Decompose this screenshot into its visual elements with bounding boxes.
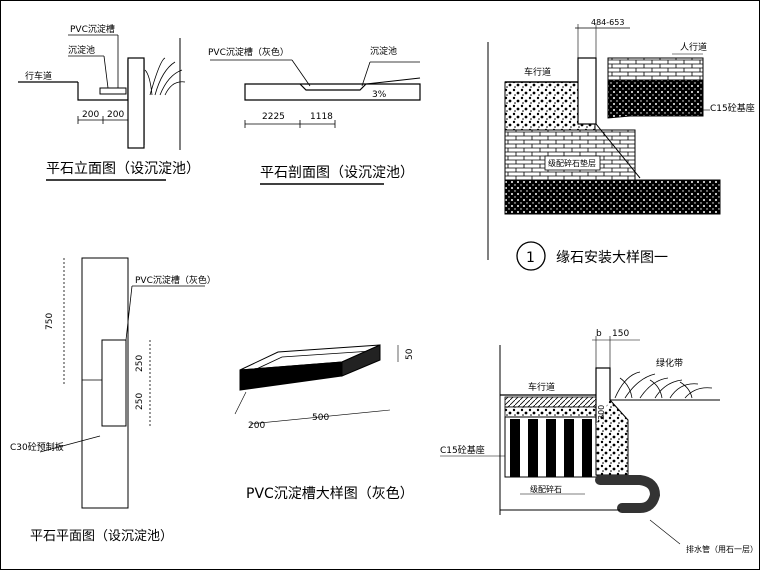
- view-title: 缘石安装大样图一: [556, 250, 668, 266]
- dim-b: 250: [135, 393, 145, 410]
- label-walkway: 人行道: [680, 41, 707, 53]
- view-title: 平石立面图（设沉淀池）: [46, 161, 200, 177]
- dim-a: 200: [82, 110, 99, 120]
- dim-b: 1118: [310, 112, 333, 122]
- dim-width: 200: [248, 421, 265, 431]
- label-pool: 沉淀池: [370, 45, 397, 57]
- elevation-view-flat-stone: PVC沉淀槽 沉淀池 行车道 200 200 平石立面图（设沉淀池）: [18, 23, 200, 181]
- label-graded-gravel: 级配碎石: [530, 484, 562, 494]
- dim-b: 200: [107, 110, 124, 120]
- dim-height: 50: [405, 348, 415, 360]
- dim-top: 484-653: [591, 18, 624, 27]
- view-title: 平石剖面图（设沉淀池）: [260, 165, 414, 181]
- curb-detail-2: b 150 车行道 绿化带 300 C15砼基座 级配碎石 排水管（用石一层）: [440, 329, 758, 554]
- label-c15-base: C15砼基座: [710, 102, 755, 114]
- section-view-flat-stone: PVC沉淀槽（灰色） 沉淀池 3% 2225 1118 平石剖面图（设沉淀池）: [208, 45, 421, 185]
- plan-view-flat-stone: PVC沉淀槽（灰色） C30砼预制板 750 250 250 平石平面图（设沉淀…: [10, 257, 216, 544]
- label-gravel-layer: 级配碎石垫层: [548, 158, 596, 168]
- label-pvc-gray: PVC沉淀槽（灰色）: [135, 274, 216, 286]
- dim-b: b: [596, 329, 602, 339]
- label-green-belt: 绿化带: [656, 357, 683, 369]
- dim-300: 300: [597, 405, 606, 420]
- label-road: 车行道: [528, 381, 555, 393]
- dim-150: 150: [612, 329, 629, 339]
- label-slope: 3%: [372, 90, 387, 100]
- dim-a: 250: [135, 355, 145, 372]
- label-pvc-gray: PVC沉淀槽（灰色）: [208, 46, 289, 58]
- dim-length: 500: [312, 413, 329, 423]
- label-pvc-tank: PVC沉淀槽: [70, 23, 115, 35]
- view-title: 平石平面图（设沉淀池）: [30, 529, 173, 544]
- dim-a: 2225: [262, 112, 285, 122]
- label-drain-pipe: 排水管（用石一层）: [686, 544, 758, 554]
- dim-height: 750: [45, 313, 55, 330]
- label-road: 车行道: [524, 66, 551, 78]
- label-settling-pool: 沉淀池: [68, 44, 95, 56]
- label-c15-base: C15砼基座: [440, 444, 485, 456]
- label-road: 行车道: [25, 70, 52, 82]
- curb-detail-1: 484-653 车行道 人行道 C15砼基座 级配碎石垫层 1 缘石安装大样图一: [487, 18, 755, 271]
- view-title: PVC沉淀槽大样图（灰色）: [246, 485, 414, 502]
- pvc-tank-detail: 50 200 500 PVC沉淀槽大样图（灰色）: [234, 344, 415, 502]
- label-c30-slab: C30砼预制板: [10, 441, 64, 453]
- detail-number: 1: [526, 250, 535, 266]
